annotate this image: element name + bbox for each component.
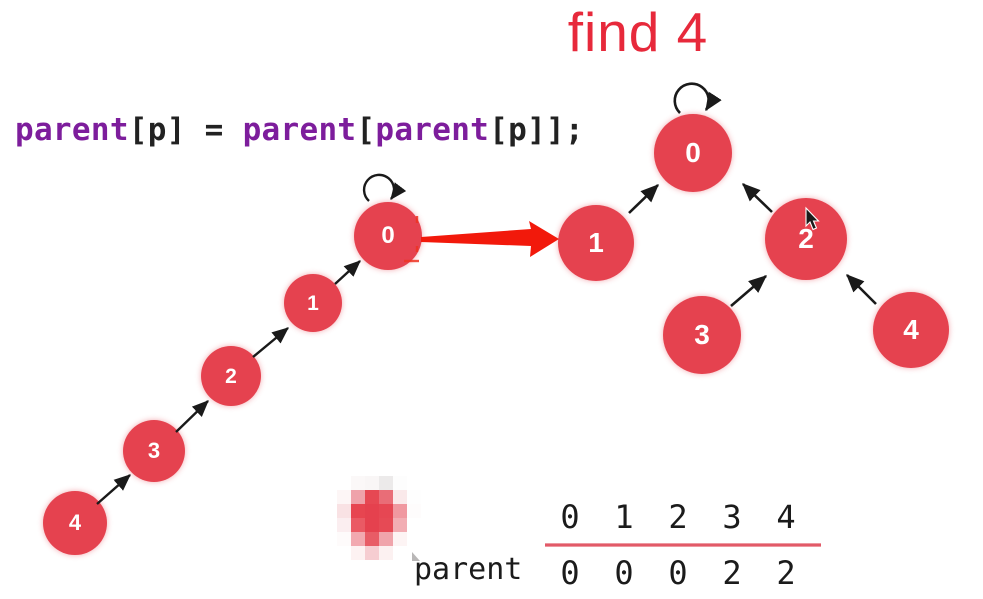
node-label: 2 [225, 364, 237, 388]
mosaic-cell [337, 518, 351, 532]
mosaic-cell [407, 476, 421, 490]
right-node-1: 1 [558, 205, 634, 281]
mosaic-cell [393, 546, 407, 560]
mosaic-cell [407, 504, 421, 518]
mosaic-cell [351, 532, 365, 546]
censored-blob [337, 476, 421, 560]
mosaic-cell [351, 490, 365, 504]
parent-row-label: parent [414, 552, 523, 587]
value-cell: 2 [776, 554, 796, 592]
parent-table-values: 0 0 0 2 2 [552, 554, 804, 592]
edge-1-to-0 [628, 184, 659, 214]
mosaic-cell [365, 546, 379, 560]
mosaic-cell [393, 476, 407, 490]
left-node-3: 3 [123, 420, 185, 482]
mosaic-cell [337, 532, 351, 546]
mosaic-cell [379, 476, 393, 490]
mosaic-cell [337, 546, 351, 560]
mosaic-cell [365, 532, 379, 546]
mosaic-cell [365, 476, 379, 490]
big-red-arrow [421, 221, 559, 257]
index-cell: 4 [776, 498, 796, 536]
code-text: [ [356, 112, 376, 148]
mosaic-cell [393, 490, 407, 504]
code-keyword: parent [15, 112, 129, 148]
node-label: 4 [903, 314, 919, 345]
node-label: 0 [381, 222, 395, 249]
mosaic-cell [351, 518, 365, 532]
slide-title: find 4 [567, 1, 709, 63]
right-node-2: 2 [765, 198, 847, 280]
code-text: [p] = [128, 112, 243, 148]
value-cell: 0 [668, 554, 688, 592]
code-keyword: parent [375, 112, 490, 148]
left-node-1: 1 [284, 274, 342, 332]
value-cell: 0 [560, 554, 580, 592]
mosaic-cell [379, 504, 393, 518]
mosaic-cell [351, 504, 365, 518]
node-label: 1 [307, 291, 319, 315]
left-node-2: 2 [201, 346, 261, 406]
right-node-4: 4 [873, 292, 949, 368]
mosaic-cell [407, 532, 421, 546]
mosaic-cell [351, 476, 365, 490]
parent-table-indices: 0 1 2 3 4 [552, 498, 804, 536]
index-cell: 2 [668, 498, 688, 536]
mosaic-cell [407, 490, 421, 504]
code-line: parent[p] = parent[parent[p]]; [15, 112, 584, 148]
mosaic-cell [351, 546, 365, 560]
edge-3-to-2 [730, 275, 767, 307]
edge-3-to-2 [175, 400, 209, 433]
mosaic-cell [365, 490, 379, 504]
mosaic-cell [379, 518, 393, 532]
node-label: 4 [68, 510, 82, 535]
mosaic-cell [407, 518, 421, 532]
mosaic-cell [393, 532, 407, 546]
left-node-4: 4 [43, 491, 107, 555]
node-label: 1 [588, 227, 604, 258]
mosaic-cell [337, 476, 351, 490]
index-cell: 0 [560, 498, 580, 536]
code-text: [p]]; [489, 112, 584, 148]
edge-1-to-0 [334, 260, 361, 285]
right-node-0: 0 [654, 114, 732, 192]
mosaic-cell [379, 532, 393, 546]
node-label: 3 [147, 438, 161, 463]
edge-2-to-1 [252, 327, 289, 358]
mosaic-cell [365, 518, 379, 532]
mosaic-cell [379, 490, 393, 504]
mosaic-cell [393, 504, 407, 518]
right-node-3: 3 [663, 296, 741, 374]
left-node-0: 0 [354, 202, 422, 270]
value-cell: 0 [614, 554, 634, 592]
node-label: 2 [798, 223, 814, 254]
value-cell: 2 [722, 554, 742, 592]
index-cell: 1 [614, 498, 634, 536]
index-cell: 3 [722, 498, 742, 536]
edge-4-to-3 [96, 474, 131, 505]
mosaic-cell [365, 504, 379, 518]
right-tree-edges [628, 82, 877, 307]
self-loop-arrow [673, 82, 722, 114]
mosaic-cell [337, 490, 351, 504]
node-label: 3 [694, 319, 710, 350]
mosaic-cell [337, 504, 351, 518]
edge-2-to-0 [742, 183, 773, 213]
edge-4-to-2 [846, 274, 877, 305]
code-keyword: parent [242, 112, 357, 148]
self-loop-arrow [362, 173, 407, 202]
mosaic-cell [393, 518, 407, 532]
node-label: 0 [685, 137, 701, 168]
mosaic-cell [379, 546, 393, 560]
